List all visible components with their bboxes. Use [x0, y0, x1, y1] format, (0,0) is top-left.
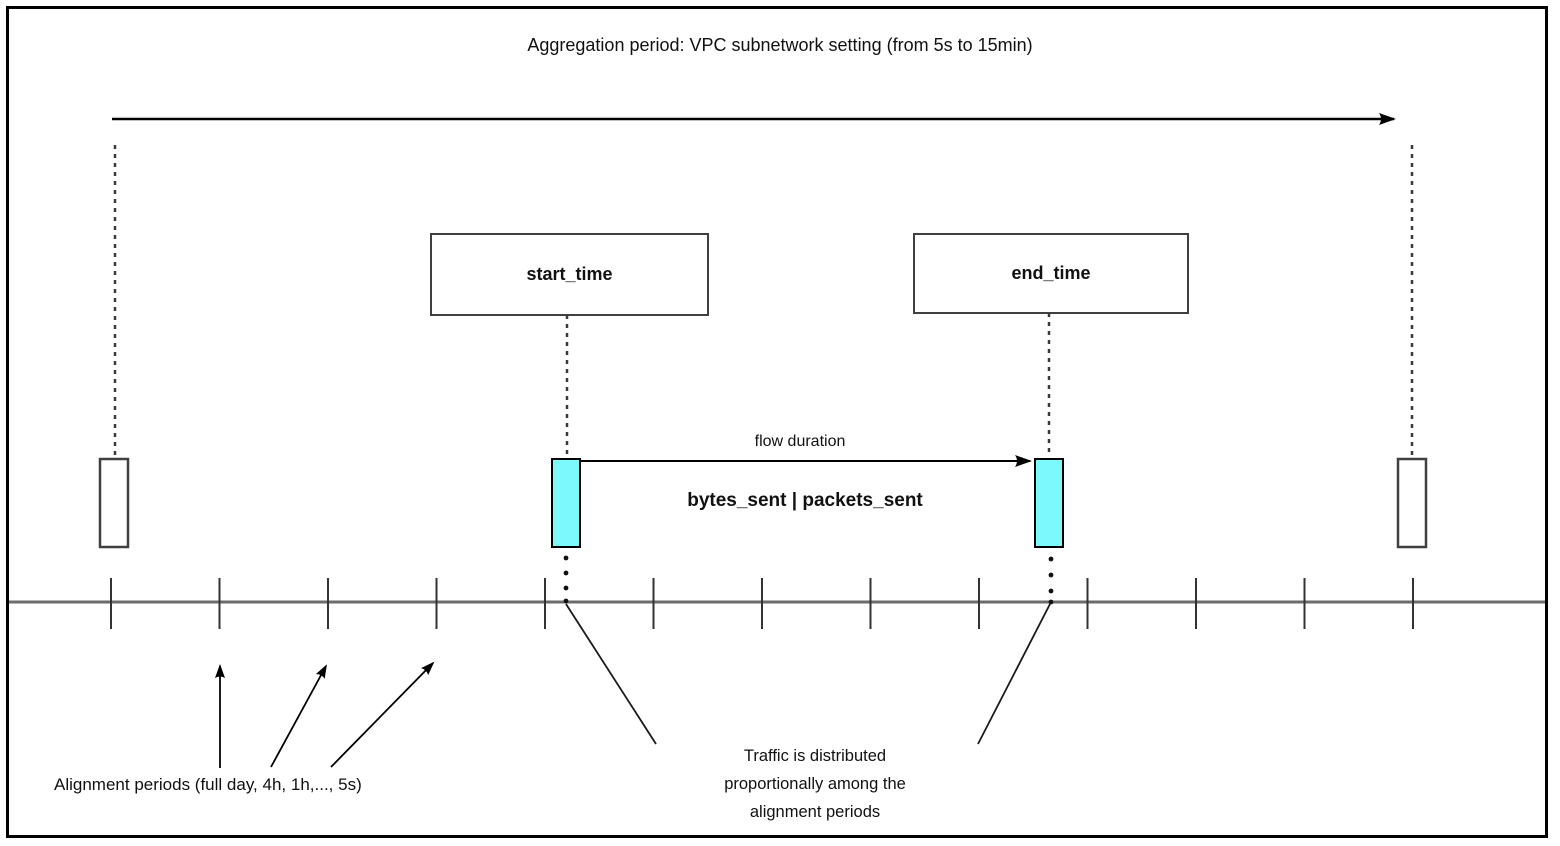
alignment-pointer-arrow-3 — [330, 661, 435, 768]
timeline-ticks — [110, 578, 1414, 629]
traffic-note-line2: proportionally among the — [724, 775, 906, 793]
flow-end-marker — [1034, 458, 1064, 548]
traffic-note-left-line — [565, 603, 657, 745]
traffic-note: Traffic is distributed proportionally am… — [640, 742, 990, 826]
metrics-label: bytes_sent | packets_sent — [687, 490, 923, 511]
flow-duration-label: flow duration — [754, 433, 846, 450]
alignment-periods-label: Alignment periods (full day, 4h, 1h,...,… — [54, 775, 362, 794]
end-time-label: end_time — [1011, 263, 1091, 283]
start-time-label: start_time — [526, 264, 613, 284]
traffic-note-line1: Traffic is distributed — [743, 747, 887, 765]
traffic-note-line3: alignment periods — [749, 803, 881, 821]
flow-start-marker — [551, 458, 581, 548]
diagram-title: Aggregation period: VPC subnetwork setti… — [527, 35, 1033, 55]
left-boundary-marker — [98, 457, 130, 549]
start-marker-dots — [563, 555, 569, 604]
end-time-box: end_time — [913, 233, 1189, 314]
start-time-box: start_time — [430, 233, 709, 316]
traffic-note-right-line — [977, 603, 1051, 745]
right-boundary-marker — [1396, 457, 1428, 549]
alignment-pointer-arrow-2 — [270, 664, 327, 768]
end-marker-dots — [1048, 556, 1054, 605]
